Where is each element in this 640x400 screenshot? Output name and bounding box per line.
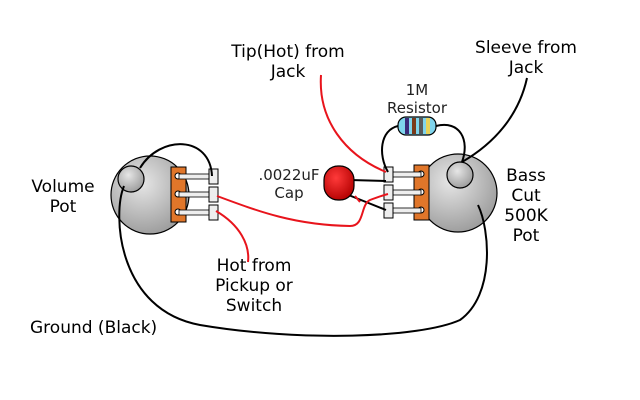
- cap-to-pot-lower-wire: [345, 193, 387, 211]
- cap-to-pot-wire: [349, 179, 387, 182]
- cap-red-lead: [354, 195, 361, 203]
- resistor-lead-left: [381, 125, 399, 173]
- resistor: [397, 116, 437, 136]
- ground-wire-volume-lug: [139, 143, 213, 177]
- bass-cut-pot: [383, 153, 498, 233]
- resistor-lead-right: [435, 123, 466, 163]
- ground-label: Ground (Black): [30, 318, 158, 338]
- hot-wire-volume-to-cap: [216, 193, 389, 228]
- hot-wire-tip: [319, 74, 387, 173]
- volume-pot: [110, 155, 219, 235]
- hot-wire-pickup: [215, 210, 250, 263]
- ground-wire-main: [118, 185, 488, 337]
- bass-pot-ground-lug: [446, 161, 474, 189]
- volume-pot-ground-lug: [117, 165, 145, 193]
- capacitor: [323, 165, 355, 201]
- ground-wire-sleeve: [461, 77, 528, 163]
